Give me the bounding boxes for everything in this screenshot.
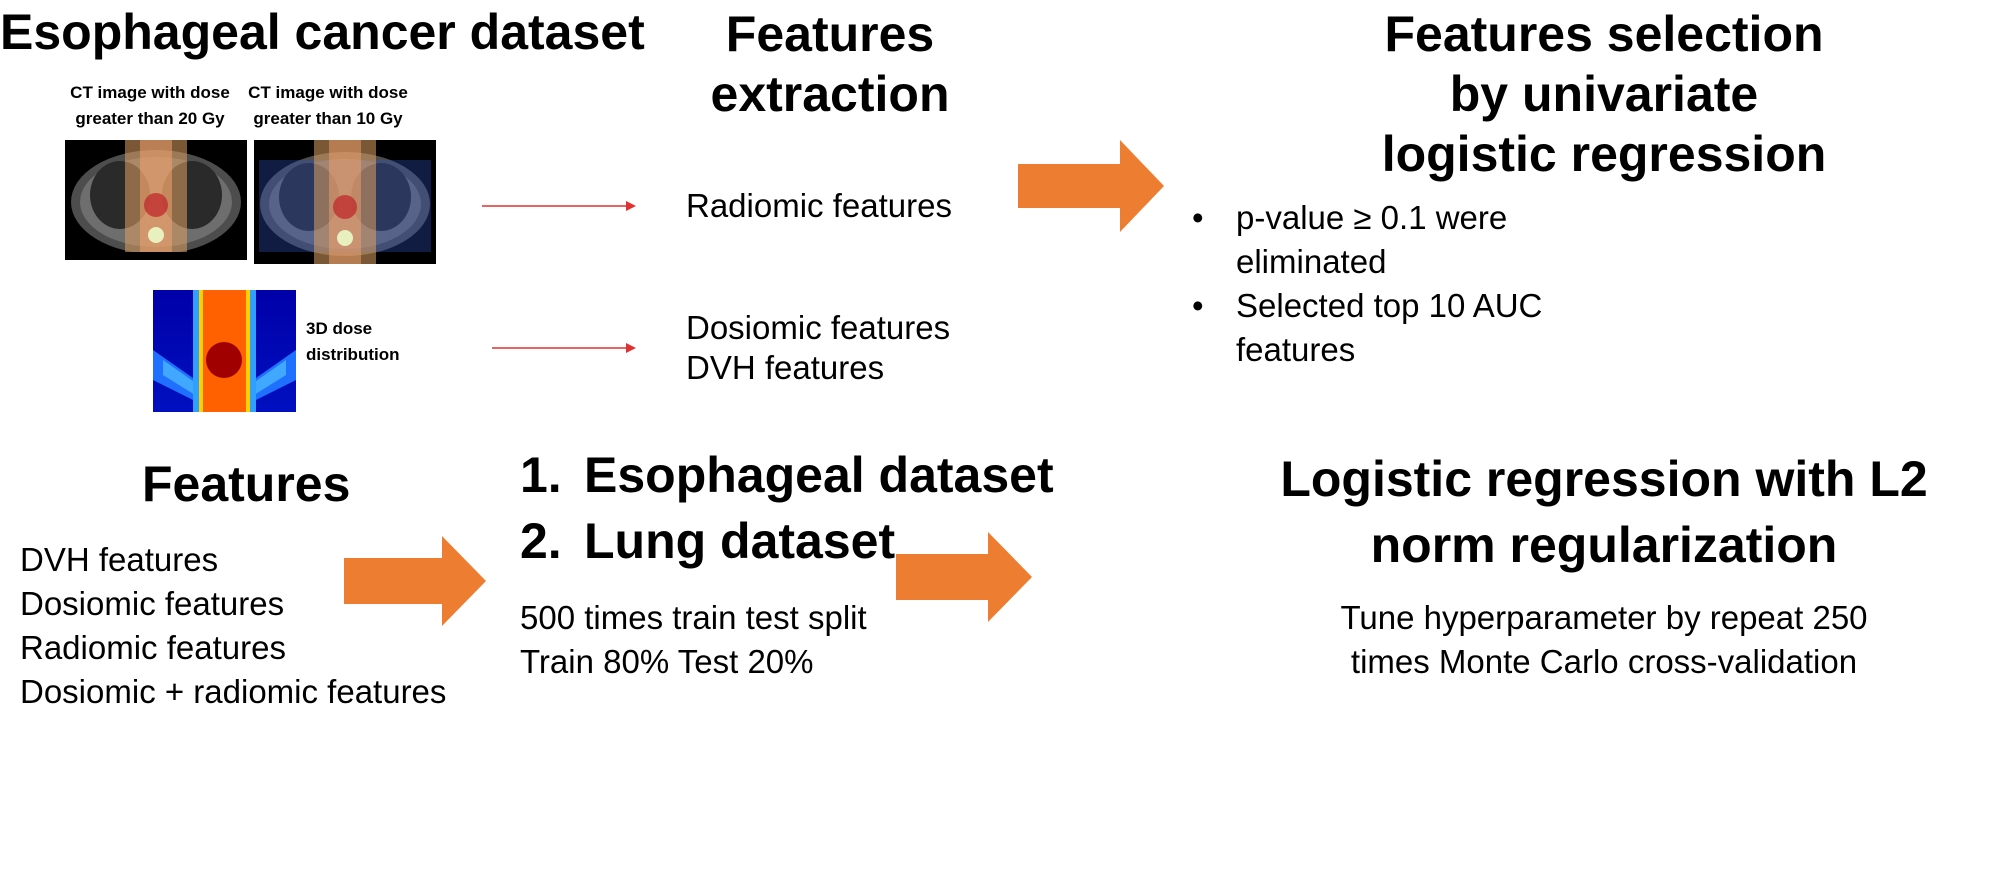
thin-arrow-to-radiomic bbox=[482, 201, 636, 211]
selection-criteria-list: p-value ≥ 0.1 were eliminated Selected t… bbox=[1174, 196, 1542, 372]
ct-image-2-label: CT image with dose greater than 10 Gy bbox=[248, 83, 408, 128]
dataset-title: Esophageal cancer dataset bbox=[0, 4, 645, 60]
ct-image-1-label: CT image with dose greater than 20 Gy bbox=[70, 83, 230, 128]
extraction-title: Features extraction bbox=[710, 6, 950, 122]
radiomic-features-output: Radiomic features bbox=[686, 187, 952, 224]
tuning-description: Tune hyperparameter by repeat 250 times … bbox=[1340, 599, 1868, 680]
arrow-datasets-to-model bbox=[896, 532, 1032, 622]
feature-sets-list: DVH features Dosiomic features Radiomic … bbox=[20, 538, 446, 714]
thin-arrow-to-dosiomic bbox=[492, 343, 636, 353]
dataset-item: 2.Lung dataset bbox=[520, 513, 896, 569]
arrow-features-to-datasets bbox=[344, 536, 486, 626]
ct-image-dose-20gy bbox=[65, 140, 247, 260]
feature-set-item: DVH features bbox=[20, 541, 219, 578]
selection-criterion: p-value ≥ 0.1 were eliminated bbox=[1174, 196, 1542, 284]
dvh-features-output: DVH features bbox=[686, 349, 885, 386]
feature-set-item: Radiomic features bbox=[20, 629, 286, 666]
features-title: Features bbox=[142, 456, 351, 512]
ct-image-dose-10gy bbox=[254, 140, 436, 264]
model-title: Logistic regression with L2 norm regular… bbox=[1280, 451, 1928, 573]
feature-set-item: Dosiomic features bbox=[20, 585, 285, 622]
selection-title: Features selection by univariate logisti… bbox=[1381, 6, 1827, 182]
split-description: 500 times train test split Train 80% Tes… bbox=[520, 599, 867, 680]
feature-set-item: Dosiomic + radiomic features bbox=[20, 673, 447, 710]
datasets-list: 1.Esophageal dataset 2.Lung dataset bbox=[520, 442, 1054, 574]
selection-criterion: Selected top 10 AUC features bbox=[1174, 284, 1542, 372]
arrow-extraction-to-selection bbox=[1018, 140, 1164, 232]
dataset-item: 1.Esophageal dataset bbox=[520, 447, 1054, 503]
dose-map-label: 3D dose distribution bbox=[306, 319, 400, 364]
dosiomic-features-output: Dosiomic features bbox=[686, 309, 951, 346]
dose-distribution-map bbox=[153, 290, 296, 412]
